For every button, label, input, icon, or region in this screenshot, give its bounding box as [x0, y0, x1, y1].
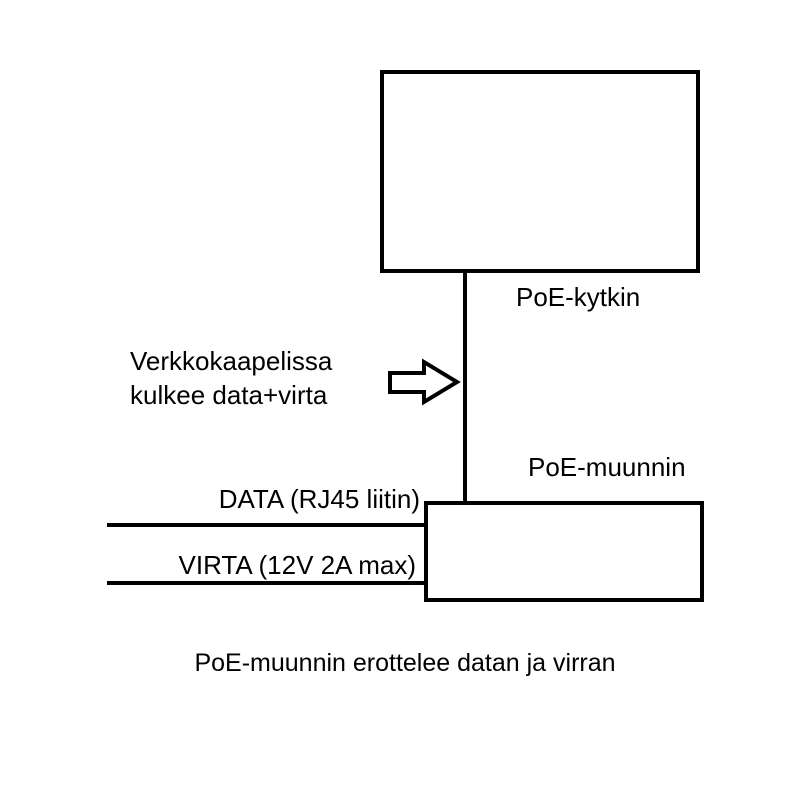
power-output-label: VIRTA (12V 2A max)	[179, 550, 416, 580]
converter-label: PoE-muunnin	[528, 452, 686, 482]
data-output-label: DATA (RJ45 liitin)	[219, 484, 420, 514]
arrow-right-icon	[388, 358, 461, 406]
poe-converter-box	[424, 501, 704, 602]
switch-label: PoE-kytkin	[516, 282, 640, 312]
cable-label-line1: Verkkokaapelissa	[130, 346, 333, 376]
poe-switch-box	[380, 70, 700, 273]
caption: PoE-muunnin erottelee datan ja virran	[194, 649, 615, 677]
cable-label-line2: kulkee data+virta	[130, 380, 328, 410]
